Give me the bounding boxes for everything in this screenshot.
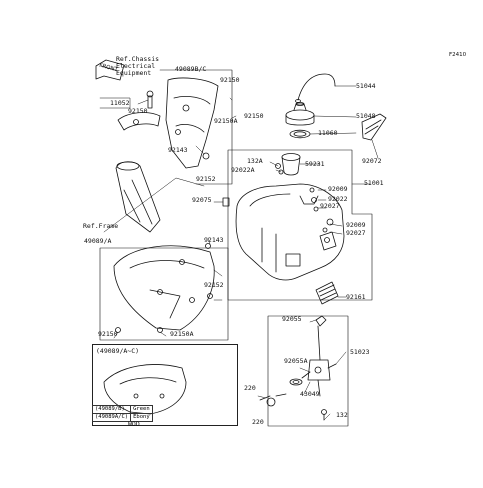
part-label-92022a: 92022A — [231, 166, 255, 174]
variant-code: (49089/B) — [91, 405, 132, 414]
part-label-92027-b: 92027 — [346, 229, 366, 237]
part-label-92022: 92022 — [328, 195, 348, 203]
part-label-92152-a: 92152 — [196, 175, 216, 183]
part-label-132-b: 132 — [336, 411, 348, 419]
part-label-49089a: 49089/A — [84, 237, 112, 245]
part-label-92143-b: 92143 — [204, 236, 224, 244]
legend-note: WOD — [128, 420, 140, 428]
part-label-220-a: 220 — [244, 384, 256, 392]
ref-chassis-line3: Equipment — [116, 69, 152, 77]
front-arrow-icon — [95, 59, 125, 81]
part-label-51023: 51023 — [350, 348, 370, 356]
part-label-43049: 43049 — [300, 390, 320, 398]
part-label-92075: 92075 — [192, 196, 212, 204]
ref-chassis-line2: Electrical — [116, 62, 156, 70]
part-label-92009-a: 92009 — [328, 185, 348, 193]
part-label-11060: 11060 — [318, 129, 338, 137]
cap-gasket — [289, 129, 311, 139]
filler-neck — [281, 153, 301, 176]
part-label-92150-d: 92150 — [98, 330, 118, 338]
ref-frame-label: Ref.Frame — [83, 222, 119, 230]
part-label-132a: 132A — [247, 157, 263, 165]
legend-title: (49089/A~C) — [96, 347, 140, 355]
part-label-11052: 11052 — [110, 99, 130, 107]
variant-color-table: (49089/B) Green (49089A/C) Ebony — [91, 405, 153, 422]
screw-220 — [259, 393, 287, 407]
part-label-92143-a: 92143 — [168, 146, 188, 154]
fuel-cap — [285, 102, 315, 126]
variant-row: (49089A/C) Ebony — [91, 413, 153, 422]
variant-legend-box: (49089/A~C) — [92, 344, 238, 426]
fuel-hose — [297, 73, 336, 101]
part-label-92072: 92072 — [362, 157, 382, 165]
shroud-inner-upper — [165, 77, 219, 169]
variant-color: Ebony — [130, 413, 153, 422]
part-label-51048: 51048 — [356, 112, 376, 120]
bracket — [117, 112, 161, 131]
part-label-92150-b: 92150 — [220, 76, 240, 84]
part-label-92150-c: 92150 — [244, 112, 264, 120]
part-label-92055: 92055 — [282, 315, 302, 323]
part-label-51001: 51001 — [364, 179, 384, 187]
part-label-59231: 59231 — [305, 160, 325, 168]
pad-92161 — [315, 281, 339, 305]
part-label-92055a: 92055A — [284, 357, 308, 365]
part-label-49089bc: 49089B/C — [175, 65, 207, 73]
shroud-variant-drawing — [103, 364, 187, 415]
part-label-51044: 51044 — [356, 82, 376, 90]
part-label-220-b: 220 — [252, 418, 264, 426]
variant-row: (49089/B) Green — [91, 405, 153, 414]
part-label-92150-a: 92150 — [128, 107, 148, 115]
part-label-92027-a: 92027 — [320, 202, 340, 210]
ref-chassis-line1: Ref.Chassis — [116, 55, 160, 63]
breather-pad — [361, 113, 387, 141]
part-label-92009-b: 92009 — [346, 221, 366, 229]
shroud-outer — [113, 245, 215, 331]
frame-section — [115, 161, 161, 233]
part-label-92150a-a: 92150A — [214, 117, 238, 125]
bolt-92150 — [146, 90, 154, 109]
figure-id: F2410 — [449, 52, 467, 58]
tank-fasteners — [222, 163, 330, 243]
leader-lines — [113, 85, 379, 421]
fuel-cock — [289, 315, 337, 397]
variant-color: Green — [130, 405, 153, 414]
variant-code: (49089A/C) — [91, 413, 132, 422]
fuel-tank — [235, 183, 345, 281]
part-label-92152-b: 92152 — [204, 281, 224, 289]
part-label-92150a-b: 92150A — [170, 330, 194, 338]
part-label-92161: 92161 — [346, 293, 366, 301]
